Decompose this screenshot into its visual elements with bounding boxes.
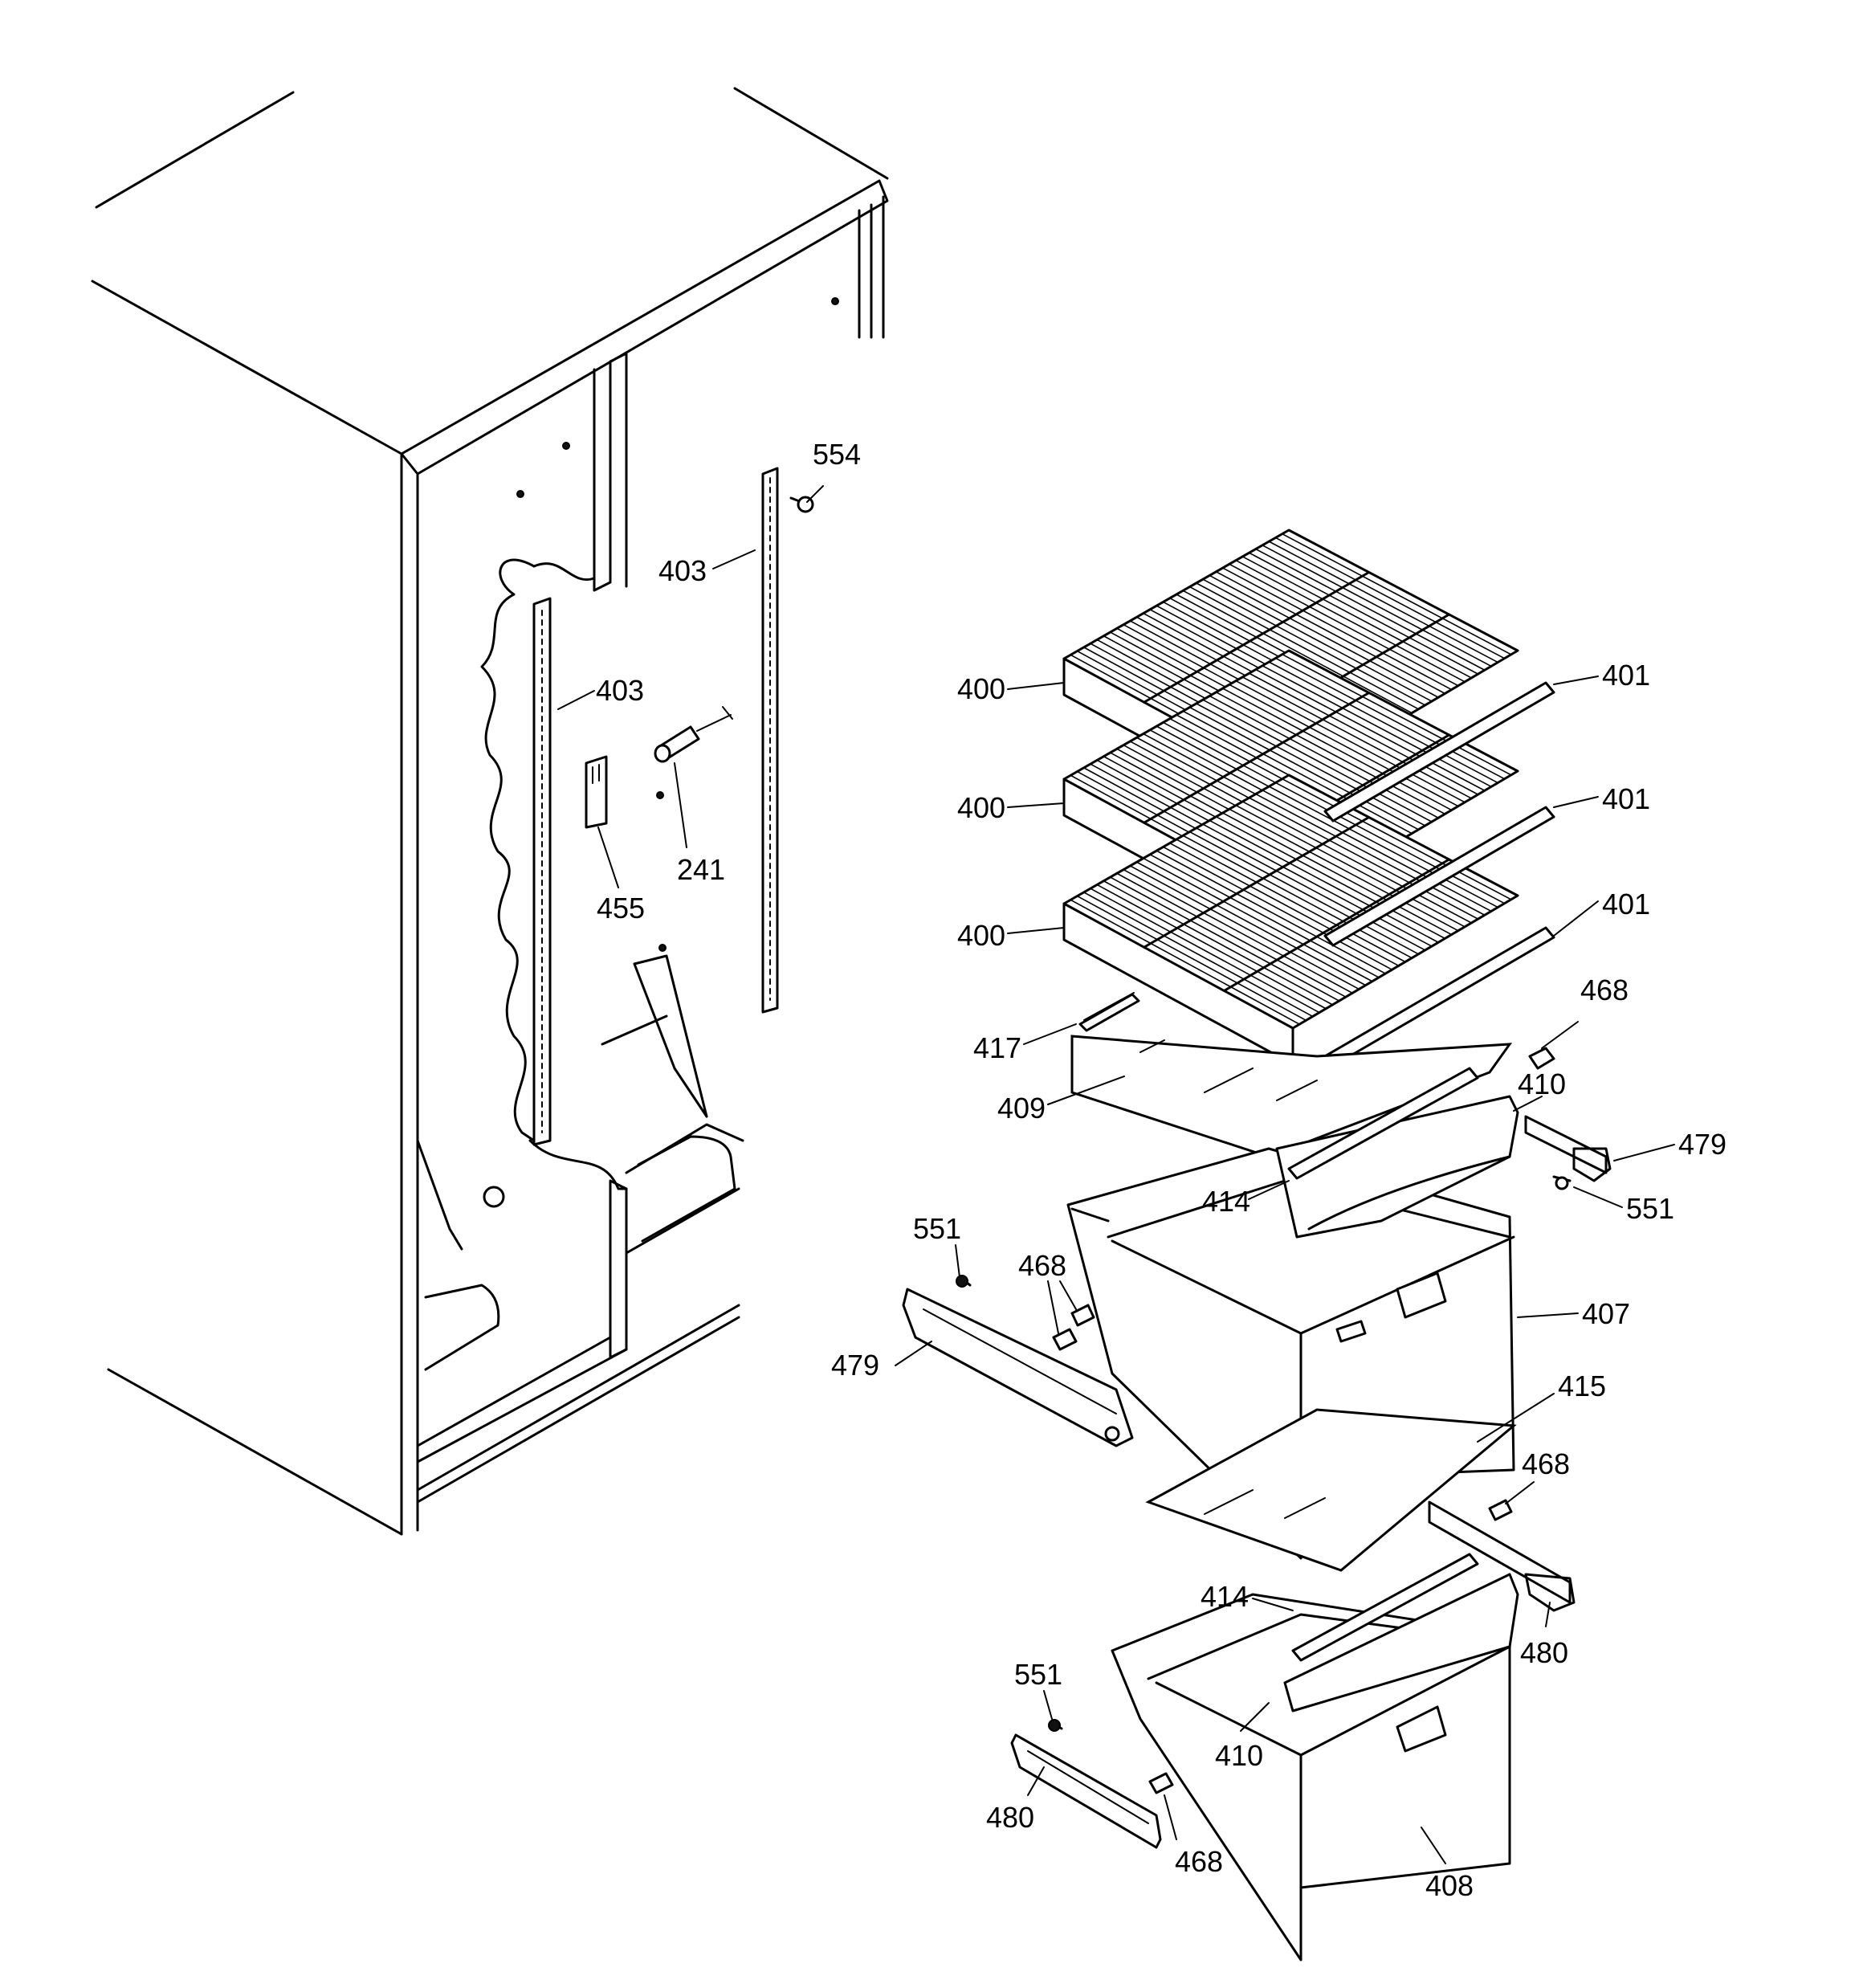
spacer-468-right-lower <box>1488 1499 1513 1521</box>
screw-551-lower <box>1048 1719 1063 1732</box>
callout-417: 417 <box>973 1031 1021 1064</box>
callout-455: 455 <box>597 892 645 925</box>
callout-401-bottom: 401 <box>1602 888 1650 921</box>
callout-241: 241 <box>677 853 725 886</box>
screw-551-right <box>1552 1175 1572 1190</box>
bar-414-upper <box>1287 1067 1479 1180</box>
callout-551-lower: 551 <box>1014 1658 1062 1691</box>
callout-409: 409 <box>997 1092 1046 1125</box>
part-417 <box>1078 992 1140 1032</box>
callout-480-right: 480 <box>1520 1636 1568 1669</box>
screw-551-left <box>956 1275 972 1288</box>
callout-551-right: 551 <box>1626 1192 1674 1225</box>
callout-401-top: 401 <box>1602 659 1650 692</box>
callout-414-lower: 414 <box>1201 1580 1249 1613</box>
wire-shelves <box>1062 529 1519 1066</box>
callout-410-upper: 410 <box>1518 1067 1566 1100</box>
callout-403-left: 403 <box>596 674 644 707</box>
callout-400-bottom: 400 <box>957 919 1005 952</box>
callout-415: 415 <box>1558 1370 1606 1402</box>
slide-480-right <box>1428 1500 1576 1612</box>
callout-401-middle: 401 <box>1602 782 1650 815</box>
shelf-trim-1 <box>1323 681 1555 823</box>
callout-400-middle: 400 <box>957 791 1005 824</box>
spacer-468-lower <box>1148 1772 1174 1794</box>
part-455 <box>585 755 608 829</box>
freezer-drawer-408 <box>1111 1573 1519 1961</box>
callout-480-left: 480 <box>986 1801 1034 1834</box>
callout-403-right: 403 <box>658 554 707 587</box>
callout-408: 408 <box>1425 1869 1474 1902</box>
callout-468-lower: 468 <box>1175 1845 1223 1878</box>
callout-414-upper: 414 <box>1202 1185 1250 1218</box>
shelf-rail-left <box>532 597 552 1146</box>
glass-cover-415 <box>1145 1408 1517 1572</box>
part-241 <box>654 706 733 763</box>
wire-shelf-3 <box>1062 774 1519 1066</box>
slide-480-left <box>1010 1733 1162 1849</box>
callout-468-pair: 468 <box>1018 1249 1066 1282</box>
callout-468-top: 468 <box>1580 974 1629 1006</box>
shelf-trim-2 <box>1323 806 1555 947</box>
callout-400-top: 400 <box>957 672 1005 705</box>
slide-479-right <box>1524 1115 1612 1182</box>
spacer-468-pair <box>1052 1304 1095 1351</box>
callout-479-left: 479 <box>831 1349 879 1382</box>
callout-410-lower: 410 <box>1215 1739 1263 1772</box>
callout-labels: 554 403 403 241 455 400 400 400 401 401 … <box>596 438 1726 1902</box>
callout-468-right-lower: 468 <box>1522 1447 1570 1480</box>
shelf-rail-right <box>761 467 779 1014</box>
leader-lines <box>557 485 1675 1864</box>
callout-551-left: 551 <box>913 1212 961 1245</box>
refrigerator-cabinet <box>91 87 889 1536</box>
callout-554: 554 <box>813 438 861 471</box>
spacer-468-top <box>1528 1047 1555 1070</box>
slide-479-left <box>902 1288 1134 1447</box>
glass-shelf-409 <box>1070 1035 1513 1158</box>
callout-479-right: 479 <box>1678 1128 1726 1161</box>
callout-407: 407 <box>1582 1297 1630 1330</box>
bar-414-lower <box>1291 1553 1479 1662</box>
